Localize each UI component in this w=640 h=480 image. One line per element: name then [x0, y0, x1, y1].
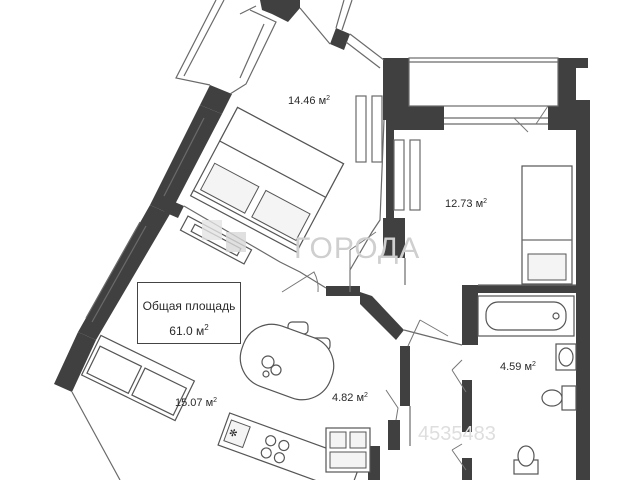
- total-area-box: Общая площадь 61.0 м2: [137, 282, 241, 344]
- room-labels: 14.46 м2 12.73 м2 15.07 м2 4.82 м2 4.59 …: [175, 95, 536, 409]
- double-bed: [189, 106, 345, 253]
- furniture: ✻: [80, 106, 577, 480]
- room-label-bedroom-2: 12.73 м2: [445, 198, 487, 210]
- room-label-bedroom: 14.46 м2: [288, 95, 330, 107]
- total-area-value: 61.0 м2: [169, 323, 209, 338]
- watermark-code: 4535483: [418, 423, 496, 445]
- room-label-living-room: 15.07 м2: [175, 397, 217, 409]
- sofa: [80, 334, 196, 422]
- watermark: ГОРОДА 4535483: [202, 220, 496, 445]
- walls: [54, 0, 590, 480]
- dining-table: [239, 321, 335, 401]
- doors: [281, 105, 549, 471]
- svg-text:✻: ✻: [227, 427, 239, 440]
- total-area-label: Общая площадь: [142, 299, 236, 313]
- thin-lines: [71, 0, 576, 480]
- room-label-bathroom: 4.59 м2: [500, 361, 536, 373]
- room-label-hall: 4.82 м2: [332, 392, 368, 404]
- kitchen-counter: ✻: [217, 412, 363, 480]
- watermark-brand: ГОРОДА: [294, 232, 420, 265]
